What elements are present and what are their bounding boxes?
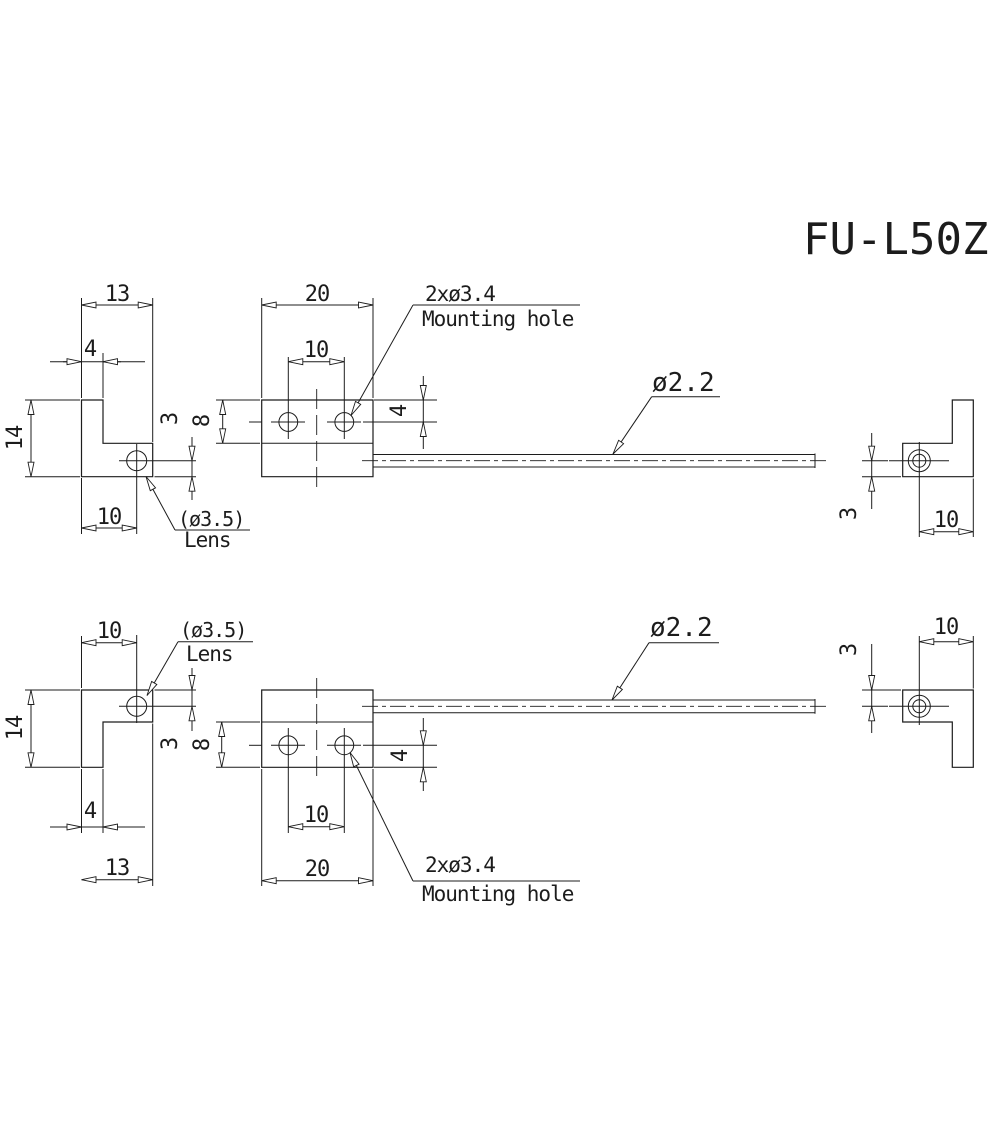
svg-text:13: 13	[105, 282, 130, 307]
dimension-14: 14	[3, 399, 35, 477]
svg-text:(ø3.5): (ø3.5)	[178, 507, 244, 531]
dimension-10-pitch: 10	[288, 338, 345, 366]
dimension-13: 13	[81, 856, 153, 884]
svg-text:4: 4	[387, 404, 412, 417]
block-outline	[261, 689, 374, 768]
svg-text:Mounting hole: Mounting hole	[422, 307, 574, 331]
svg-text:10: 10	[934, 508, 959, 533]
lens-callout: (ø3.5) Lens	[145, 476, 250, 552]
dimension-3: 3	[837, 644, 876, 733]
dimension-20: 20	[261, 282, 374, 309]
svg-text:4: 4	[388, 749, 413, 762]
dimension-3: 3	[158, 413, 196, 500]
top-plan-view: 20 10 4 2xø3.4 Mounting hole	[249, 282, 580, 491]
svg-text:14: 14	[3, 715, 28, 740]
svg-text:Mounting hole: Mounting hole	[422, 882, 574, 906]
svg-text:10: 10	[97, 619, 122, 644]
svg-text:(ø3.5): (ø3.5)	[180, 618, 246, 642]
hole-centerlines	[249, 728, 361, 833]
dimension-20: 20	[261, 857, 374, 885]
svg-text:4: 4	[84, 337, 97, 362]
dimension-8: 8	[190, 399, 227, 444]
fiber-dia-callout: ø2.2	[611, 613, 719, 701]
part-outline	[80, 689, 154, 768]
svg-text:10: 10	[304, 338, 329, 363]
fiber-dia-callout: ø2.2	[612, 368, 720, 455]
drawing-title: FU-L50Z	[803, 214, 988, 265]
svg-text:3: 3	[158, 738, 183, 750]
lens-callout: (ø3.5) Lens	[146, 618, 253, 696]
svg-text:20: 20	[305, 282, 330, 307]
svg-text:ø2.2: ø2.2	[652, 368, 715, 398]
dimension-4-offset: 4	[388, 718, 427, 791]
svg-text:10: 10	[97, 505, 122, 530]
dimension-3: 3	[837, 433, 876, 520]
svg-text:2xø3.4: 2xø3.4	[425, 282, 495, 306]
svg-text:13: 13	[105, 856, 130, 881]
block-outline	[261, 399, 374, 478]
svg-text:2xø3.4: 2xø3.4	[425, 853, 495, 877]
dimension-4: 4	[50, 799, 145, 831]
mounting-hole-callout: 2xø3.4 Mounting hole	[349, 752, 580, 906]
extension-lines	[25, 298, 260, 534]
dimension-8: 8	[190, 721, 226, 768]
dimension-4: 4	[50, 337, 145, 366]
svg-text:3: 3	[158, 413, 183, 425]
dimension-3: 3	[158, 668, 196, 750]
dimension-10: 10	[919, 615, 974, 646]
mounting-hole-callout: 2xø3.4 Mounting hole	[350, 282, 580, 416]
bottom-plan-view: 10 20 4 2xø3.4 Mounting hole	[249, 678, 580, 906]
top-assembly: 13 4 14 10 3	[3, 282, 974, 552]
svg-text:3: 3	[837, 644, 862, 656]
bottom-end-view: 10 3	[837, 615, 974, 768]
part-outline	[80, 399, 154, 478]
top-front-view: 13 4 14 10 3	[3, 282, 260, 552]
svg-text:4: 4	[84, 799, 97, 824]
top-fiber-cable: ø2.2	[362, 368, 829, 468]
bottom-front-view: 10 14 3 8 4	[3, 618, 260, 886]
dimension-10: 10	[919, 508, 974, 536]
svg-text:Lens: Lens	[186, 642, 233, 666]
part-outline	[902, 399, 974, 478]
dimension-10-pitch: 10	[288, 803, 345, 831]
svg-text:20: 20	[305, 857, 330, 882]
bottom-assembly: 10 14 3 8 4	[3, 613, 974, 906]
svg-text:8: 8	[190, 739, 215, 751]
svg-text:10: 10	[304, 803, 329, 828]
dimension-14: 14	[3, 689, 35, 768]
extension-lines	[25, 636, 260, 886]
dimension-4-offset: 4	[387, 376, 427, 449]
part-outline	[902, 689, 974, 768]
svg-text:ø2.2: ø2.2	[650, 613, 713, 643]
dimension-10: 10	[81, 505, 137, 532]
bottom-fiber-cable: ø2.2	[362, 613, 829, 714]
svg-text:Lens: Lens	[184, 528, 231, 552]
svg-text:14: 14	[3, 425, 28, 450]
svg-text:8: 8	[190, 415, 215, 427]
svg-text:10: 10	[934, 615, 959, 640]
top-end-view: 10 3	[837, 399, 974, 537]
hole-centerlines	[249, 357, 361, 439]
dimension-10: 10	[81, 619, 137, 647]
svg-text:3: 3	[837, 508, 862, 520]
dimension-13: 13	[81, 282, 153, 309]
